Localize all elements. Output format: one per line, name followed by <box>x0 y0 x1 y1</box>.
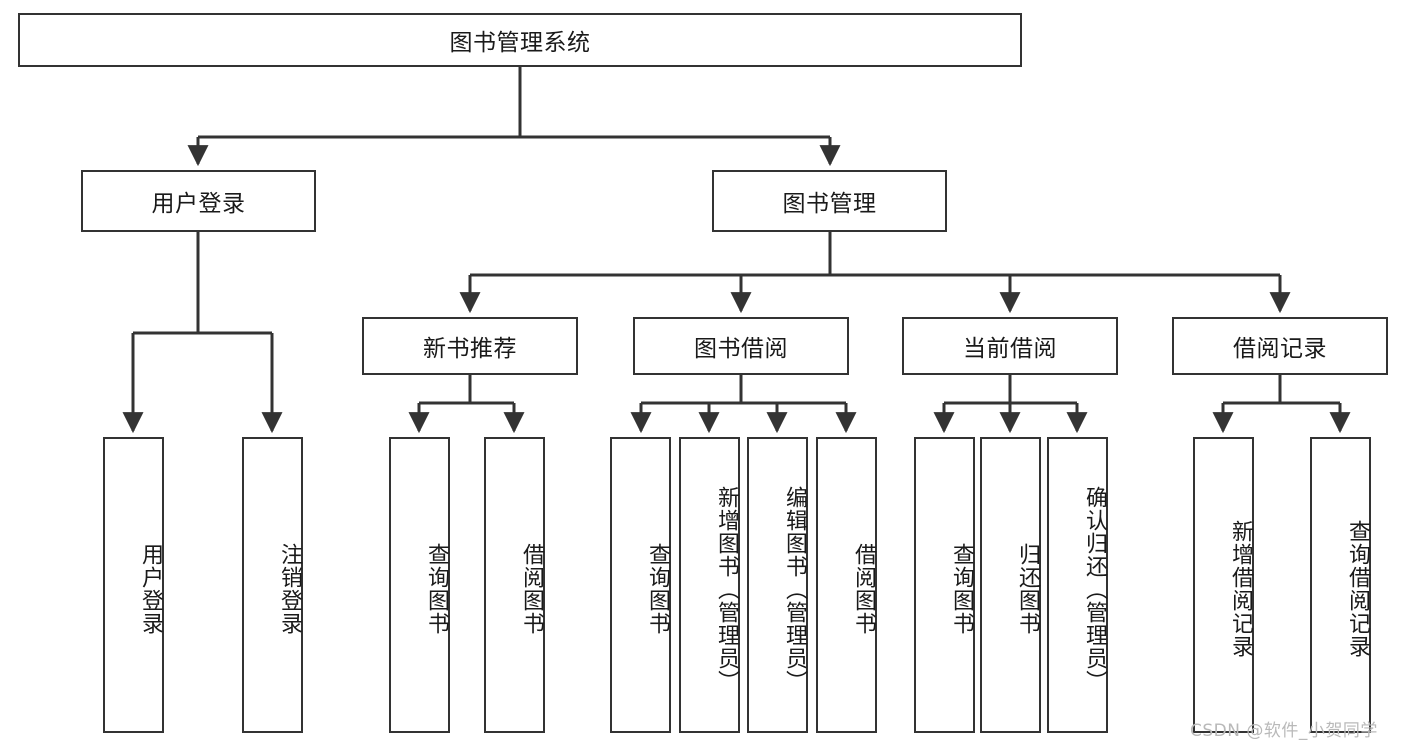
node-leaf-return-book-label: 归还图书 <box>1015 543 1040 635</box>
node-new-book-rec[interactable]: 新书推荐 <box>362 317 578 375</box>
node-user-login[interactable]: 用户登录 <box>81 170 316 232</box>
node-leaf-query-record-label: 查询借阅记录 <box>1345 520 1370 658</box>
node-leaf-add-book[interactable]: 新增图书（管理员） <box>679 437 740 733</box>
node-book-manage[interactable]: 图书管理 <box>712 170 947 232</box>
node-leaf-query-book-3-label: 查询图书 <box>949 543 974 635</box>
node-leaf-query-book-3[interactable]: 查询图书 <box>914 437 975 733</box>
node-leaf-logout[interactable]: 注销登录 <box>242 437 303 733</box>
node-leaf-borrow-book-2[interactable]: 借阅图书 <box>816 437 877 733</box>
node-leaf-confirm-return[interactable]: 确认归还（管理员） <box>1047 437 1108 733</box>
node-leaf-logout-label: 注销登录 <box>277 543 302 635</box>
node-leaf-add-book-label: 新增图书（管理员） <box>714 485 739 693</box>
node-root[interactable]: 图书管理系统 <box>18 13 1022 67</box>
node-current-borrow-label: 当前借阅 <box>963 336 1057 362</box>
node-root-label: 图书管理系统 <box>449 30 591 56</box>
node-borrow-record-label: 借阅记录 <box>1233 336 1327 362</box>
node-user-login-label: 用户登录 <box>151 191 246 217</box>
watermark: CSDN @软件_小贺同学 <box>1190 721 1378 741</box>
node-borrow-record[interactable]: 借阅记录 <box>1172 317 1388 375</box>
node-leaf-query-record[interactable]: 查询借阅记录 <box>1310 437 1371 733</box>
node-leaf-query-book-1[interactable]: 查询图书 <box>389 437 450 733</box>
node-leaf-query-book-2-label: 查询图书 <box>645 543 670 635</box>
node-book-borrow[interactable]: 图书借阅 <box>633 317 849 375</box>
node-leaf-query-book-2[interactable]: 查询图书 <box>610 437 671 733</box>
node-leaf-user-login[interactable]: 用户登录 <box>103 437 164 733</box>
node-current-borrow[interactable]: 当前借阅 <box>902 317 1118 375</box>
node-leaf-borrow-book-2-label: 借阅图书 <box>851 543 876 635</box>
node-leaf-borrow-book-1[interactable]: 借阅图书 <box>484 437 545 733</box>
node-leaf-user-login-label: 用户登录 <box>138 543 163 635</box>
node-leaf-edit-book-label: 编辑图书（管理员） <box>782 485 807 693</box>
node-new-book-rec-label: 新书推荐 <box>423 336 517 362</box>
node-book-borrow-label: 图书借阅 <box>694 336 788 362</box>
node-leaf-confirm-return-label: 确认归还（管理员） <box>1082 485 1107 693</box>
node-leaf-borrow-book-1-label: 借阅图书 <box>519 543 544 635</box>
node-leaf-add-record-label: 新增借阅记录 <box>1228 520 1253 658</box>
node-leaf-edit-book[interactable]: 编辑图书（管理员） <box>747 437 808 733</box>
node-leaf-add-record[interactable]: 新增借阅记录 <box>1193 437 1254 733</box>
node-leaf-query-book-1-label: 查询图书 <box>424 543 449 635</box>
node-book-manage-label: 图书管理 <box>782 191 877 217</box>
node-leaf-return-book[interactable]: 归还图书 <box>980 437 1041 733</box>
